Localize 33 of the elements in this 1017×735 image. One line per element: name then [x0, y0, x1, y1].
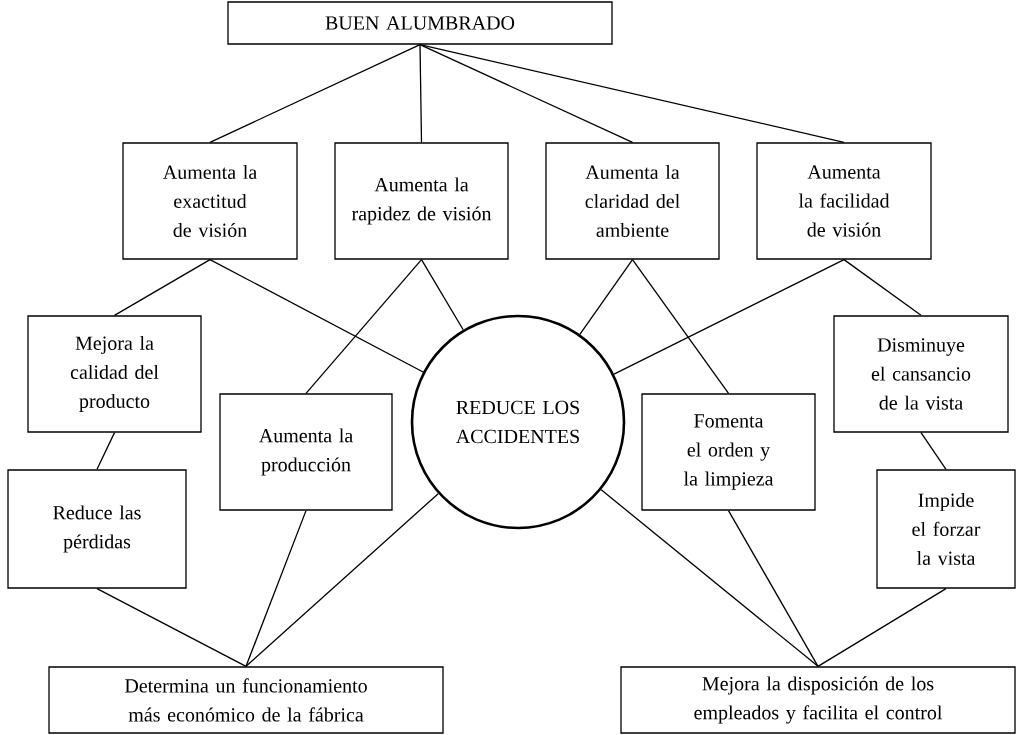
text-box: Determina un funcionamiento más económico de la fábrica: [48, 666, 444, 734]
connector-line: [631, 259, 730, 394]
connector-line: [419, 44, 634, 143]
text-box: Aumenta la rapidez de visión: [334, 142, 509, 260]
text-box: Aumenta la claridad del ambiente: [545, 142, 720, 260]
text-box: Reduce las pérdidas: [7, 469, 187, 589]
connector-line: [305, 259, 423, 394]
text-box: Aumenta la producción: [219, 393, 393, 511]
connector-line: [113, 259, 211, 316]
connector-line: [817, 588, 947, 667]
text-box: Aumenta la exactitud de visión: [122, 142, 298, 260]
connector-line: [920, 432, 947, 470]
connector-line: [419, 44, 423, 143]
connector-line: [96, 588, 247, 667]
connector-line: [843, 259, 922, 316]
text-box: BUEN ALUMBRADO: [227, 1, 613, 45]
connector-line: [579, 259, 634, 335]
text-box: Mejora la calidad del producto: [27, 315, 202, 433]
connector-line: [727, 510, 819, 667]
connector-line: [245, 493, 439, 667]
connector-line: [613, 259, 845, 375]
text-box: Disminuye el cansancio de la vista: [833, 315, 1009, 433]
text-box: Aumenta la facilidad de visión: [756, 142, 932, 260]
connector-line: [209, 44, 421, 143]
connector-line: [209, 259, 424, 373]
connector-line: [96, 432, 116, 470]
connector-line: [420, 259, 464, 331]
connector-line: [245, 510, 307, 667]
text-box: Impide el forzar la vista: [876, 469, 1016, 589]
text-box: Mejora la disposición de los empleados y facilita el control: [620, 666, 1016, 734]
connector-line: [419, 44, 845, 143]
text-box: Fomenta el orden y la limpieza: [641, 393, 816, 511]
connector-line: [600, 489, 819, 667]
